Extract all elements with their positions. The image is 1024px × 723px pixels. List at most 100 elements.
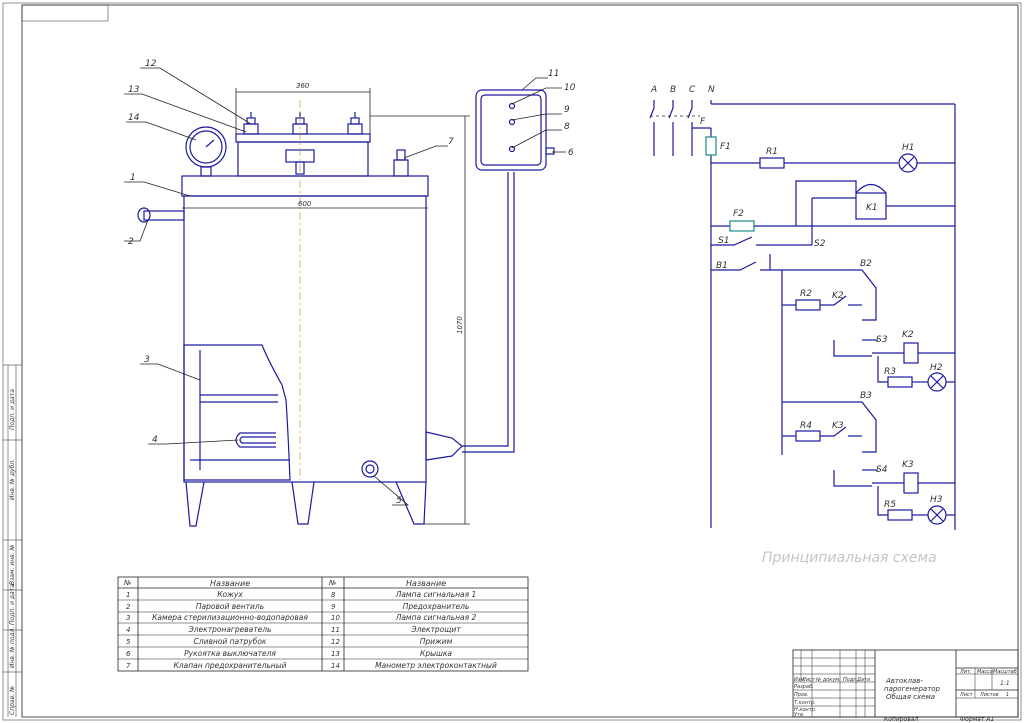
inner-frame <box>21 4 1019 718</box>
label-f: F <box>700 117 706 127</box>
tb-col-izm: Изм. <box>794 677 806 683</box>
table-cell-name-left: Паровой вентиль <box>196 602 264 611</box>
label-r4: R4 <box>800 421 812 431</box>
schematic-caption: Принципиальная схема <box>762 550 937 566</box>
table-cell-num-right: 10 <box>331 614 340 622</box>
table-header-name-left: Название <box>210 579 250 588</box>
label-s4: S4 <box>876 465 888 475</box>
fuse-f2 <box>729 220 755 232</box>
tb-col-list: Лист <box>801 677 816 683</box>
table-cell-num-left: 5 <box>126 638 131 646</box>
callout-3: 3 <box>144 355 150 365</box>
tb-name-2: парогенератор <box>884 685 941 693</box>
tb-row-utv: Утв. <box>794 712 805 718</box>
side-label-6: Справ. № <box>9 686 16 715</box>
callout-8: 8 <box>564 122 570 132</box>
label-b2: B2 <box>860 259 872 269</box>
table-cell-name-left: Рукоятка выключателя <box>184 649 276 658</box>
label-r2: R2 <box>800 289 812 299</box>
table-cell-name-right: Крышка <box>420 649 452 658</box>
tb-sheets-value: 1 <box>1006 692 1009 698</box>
fuse-f1 <box>705 136 717 156</box>
label-h1: H1 <box>902 143 915 153</box>
cutaway-section <box>183 344 291 481</box>
callout-5: 5 <box>396 496 402 506</box>
table-cell-num-left: 6 <box>126 650 131 658</box>
dimension-lines <box>182 88 470 525</box>
callout-2: 2 <box>128 237 134 247</box>
table-cell-num-right: 8 <box>331 591 336 599</box>
leg-right <box>395 481 427 525</box>
tb-hdr-scale: Масштаб <box>993 669 1017 675</box>
table-cell-num-left: 2 <box>126 603 131 611</box>
phase-b: B <box>670 85 676 95</box>
dim-width-body: 600 <box>298 200 312 208</box>
table-cell-name-left: Электронагреватель <box>188 625 272 634</box>
label-r3: R3 <box>884 367 896 377</box>
resistor-r1 <box>759 157 785 169</box>
side-label-2: Инв. № дубл. <box>9 459 16 500</box>
safety-valve <box>393 159 409 177</box>
callout-7: 7 <box>448 137 454 147</box>
tb-col-doc: № докум. <box>815 677 841 683</box>
table-cell-num-left: 4 <box>126 626 130 634</box>
tb-format: Формат А1 <box>960 716 994 723</box>
label-r1: R1 <box>766 147 778 157</box>
tb-hdr-lit: Лит. <box>959 669 972 675</box>
table-cell-name-left: Кожух <box>217 590 243 599</box>
tb-sheet-label: Лист <box>959 692 974 698</box>
table-cell-name-right: Лампа сигнальная 1 <box>395 590 477 599</box>
label-k3: K3 <box>902 460 914 470</box>
table-cell-num-right: 13 <box>331 650 340 658</box>
table-cell-name-left: Клапан предохранительный <box>173 661 286 670</box>
label-f1: F1 <box>720 142 731 152</box>
side-label-1: Подп. и дата <box>9 389 16 430</box>
schematic-diagram: A B C N F F1 R1 H1 K1 <box>649 85 956 566</box>
autoclave-drawing: 360 600 1070 12 13 14 1 2 3 4 5 6 7 <box>124 59 576 527</box>
table-cell-num-right: 9 <box>331 603 336 611</box>
label-h3: H3 <box>930 495 943 505</box>
callout-6: 6 <box>568 148 574 158</box>
callout-9: 9 <box>564 105 570 115</box>
table-cell-name-right: Прижим <box>420 637 453 646</box>
callout-4: 4 <box>152 435 158 445</box>
table-cell-num-left: 3 <box>126 614 130 622</box>
cable-gland <box>425 431 463 461</box>
relay-k3 <box>903 472 919 494</box>
tb-scale-value: 1:1 <box>1000 680 1010 687</box>
title-block: Изм. Лист № докум. Подп. Дата Разраб. Пр… <box>792 649 1019 723</box>
resistor-r3 <box>887 376 913 388</box>
label-s2: S2 <box>814 239 826 249</box>
resistor-r2 <box>795 299 821 311</box>
resistor-r4 <box>795 430 821 442</box>
callout-14: 14 <box>128 113 140 123</box>
table-cell-name-right: Электрощит <box>410 625 461 634</box>
table-cell-name-right: Лампа сигнальная 2 <box>395 613 477 622</box>
side-label-5: Инв. № подл. <box>9 627 16 668</box>
relay-k2 <box>903 342 919 364</box>
top-left-stamp <box>21 4 109 22</box>
leg-left <box>185 481 205 527</box>
tb-row-nkontr: Н.контр. <box>794 707 816 713</box>
resistor-r5 <box>887 509 913 521</box>
label-k3-contact: K3 <box>832 421 844 431</box>
tb-col-sign: Подп. <box>843 677 858 683</box>
label-s3: S3 <box>876 335 888 345</box>
switch-handle <box>545 147 555 155</box>
lid-chamber <box>237 141 369 177</box>
table-header-num-right: № <box>328 579 336 587</box>
control-box <box>475 89 547 171</box>
label-r5: R5 <box>884 500 896 510</box>
side-label-3: Взам. инв. № <box>9 544 16 585</box>
dim-width-top: 360 <box>296 82 310 90</box>
tb-hdr-mass: Масса <box>977 669 993 675</box>
side-strip: Подп. и дата Инв. № дубл. Взам. инв. № П… <box>3 364 22 717</box>
side-label-4: Подп. и дата <box>9 584 16 625</box>
leader-lines <box>124 67 566 506</box>
body-casing <box>183 195 427 483</box>
table-header-num-left: № <box>123 579 131 587</box>
leg-middle <box>291 481 315 525</box>
phase-a: A <box>650 85 657 95</box>
